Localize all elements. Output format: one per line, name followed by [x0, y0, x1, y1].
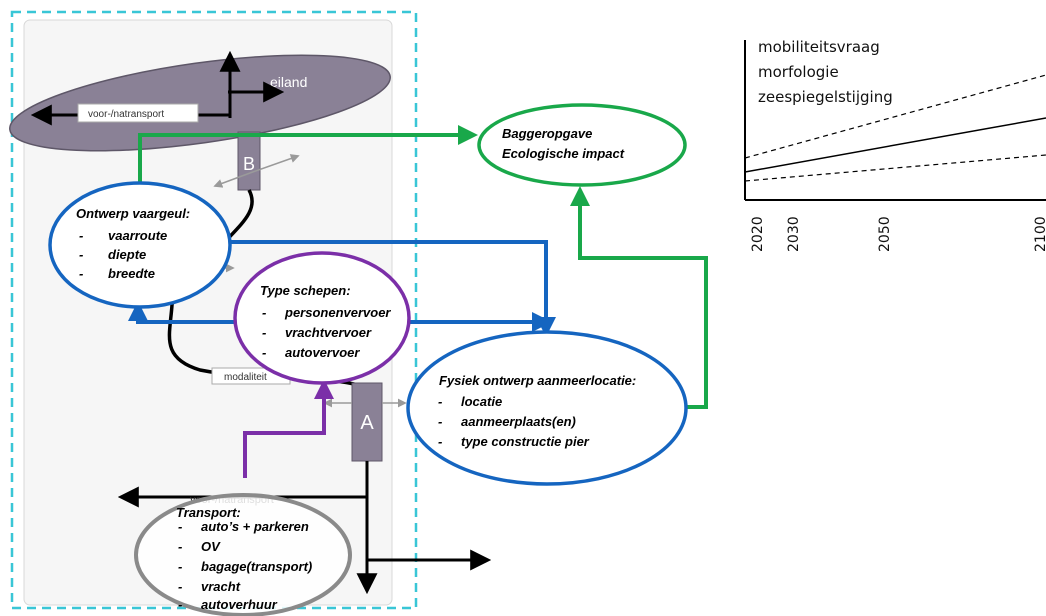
box-b-gray-arrow-right	[249, 154, 300, 174]
ontwerp-dash-2: -	[79, 247, 83, 262]
scenario-line-upper	[744, 74, 1046, 159]
schepen-dash-2: -	[262, 325, 266, 340]
box-a-label: A	[360, 412, 374, 434]
scenario-legend-1: mobiliteitsvraag	[758, 38, 880, 56]
fysiek-dash-2: -	[438, 414, 442, 429]
scenario-tick-2020: 2020	[750, 216, 766, 252]
purple-connector-transport-to-schepen	[243, 379, 334, 478]
scenario-legend-2: morfologie	[758, 63, 839, 81]
blue-connector-ontwerp-to-fysiek	[228, 240, 556, 337]
ontwerp-dash-1: -	[79, 228, 83, 243]
ontwerp-item-1: vaarroute	[108, 228, 167, 243]
top-transport-label: voor-/natransport	[88, 109, 164, 120]
green-connector-fysiek-to-bagger	[570, 186, 708, 409]
modaliteit-label: modaliteit	[224, 372, 267, 383]
ontwerp-dash-3: -	[79, 266, 83, 281]
type-schepen-ellipse	[233, 251, 411, 385]
schepen-title: Type schepen:	[260, 283, 351, 298]
scenario-line-middle	[744, 117, 1046, 173]
fysiek-item-3: type constructie pier	[461, 434, 590, 449]
scenario-line-lower	[744, 154, 1046, 182]
transport-item-4: vracht	[201, 579, 241, 594]
transport-dash-1: -	[178, 519, 182, 534]
transport-title: Transport:	[176, 505, 241, 520]
transport-dash-5: -	[178, 597, 182, 612]
fysiek-dash-1: -	[438, 394, 442, 409]
fysiek-ontwerp-ellipse	[406, 330, 688, 486]
box-b-label: B	[243, 154, 255, 174]
scenario-tick-2030: 2030	[786, 216, 802, 252]
fysiek-item-1: locatie	[461, 394, 502, 409]
schepen-item-1: personenvervoer	[284, 305, 391, 320]
transport-item-1: auto’s + parkeren	[201, 519, 309, 534]
scenario-tick-2100: 2100	[1033, 216, 1046, 252]
ontwerp-vaargeul-ellipse	[48, 181, 232, 309]
transport-dash-4: -	[178, 579, 182, 594]
ontwerp-item-3: breedte	[108, 266, 155, 281]
transport-dash-2: -	[178, 539, 182, 554]
blue-connector-schepen-to-ontwerp	[128, 301, 236, 324]
island-label: eiland	[270, 74, 307, 90]
transport-item-5: autoverhuur	[201, 597, 278, 612]
baggeropgave-line2: Ecologische impact	[502, 146, 625, 161]
island-shape	[9, 54, 391, 152]
green-connector-ontwerp-to-bagger	[138, 125, 478, 185]
baggeropgave-line1: Baggeropgave	[502, 126, 592, 141]
fysiek-item-2: aanmeerplaats(en)	[461, 414, 576, 429]
schepen-dash-1: -	[262, 305, 266, 320]
ontwerp-item-2: diepte	[108, 247, 146, 262]
fysiek-dash-3: -	[438, 434, 442, 449]
scenario-chart: mobiliteitsvraag morfologie zeespiegelst…	[744, 38, 1046, 252]
schepen-item-3: autovervoer	[285, 345, 360, 360]
transport-dash-3: -	[178, 559, 182, 574]
schepen-dash-3: -	[262, 345, 266, 360]
top-transport-label-box	[77, 103, 199, 123]
ontwerp-title: Ontwerp vaargeul:	[76, 206, 190, 221]
scenario-legend-3: zeespiegelstijging	[758, 88, 893, 106]
fysiek-title: Fysiek ontwerp aanmeerlocatie:	[439, 373, 636, 388]
transport-item-2: OV	[201, 539, 221, 554]
transport-item-3: bagage(transport)	[201, 559, 312, 574]
baggeropgave-ellipse	[477, 103, 687, 187]
transport-ellipse	[134, 493, 352, 616]
schepen-item-2: vrachtvervoer	[285, 325, 372, 340]
scenario-tick-2050: 2050	[877, 216, 893, 252]
box-b-gray-arrow-left	[213, 172, 251, 188]
